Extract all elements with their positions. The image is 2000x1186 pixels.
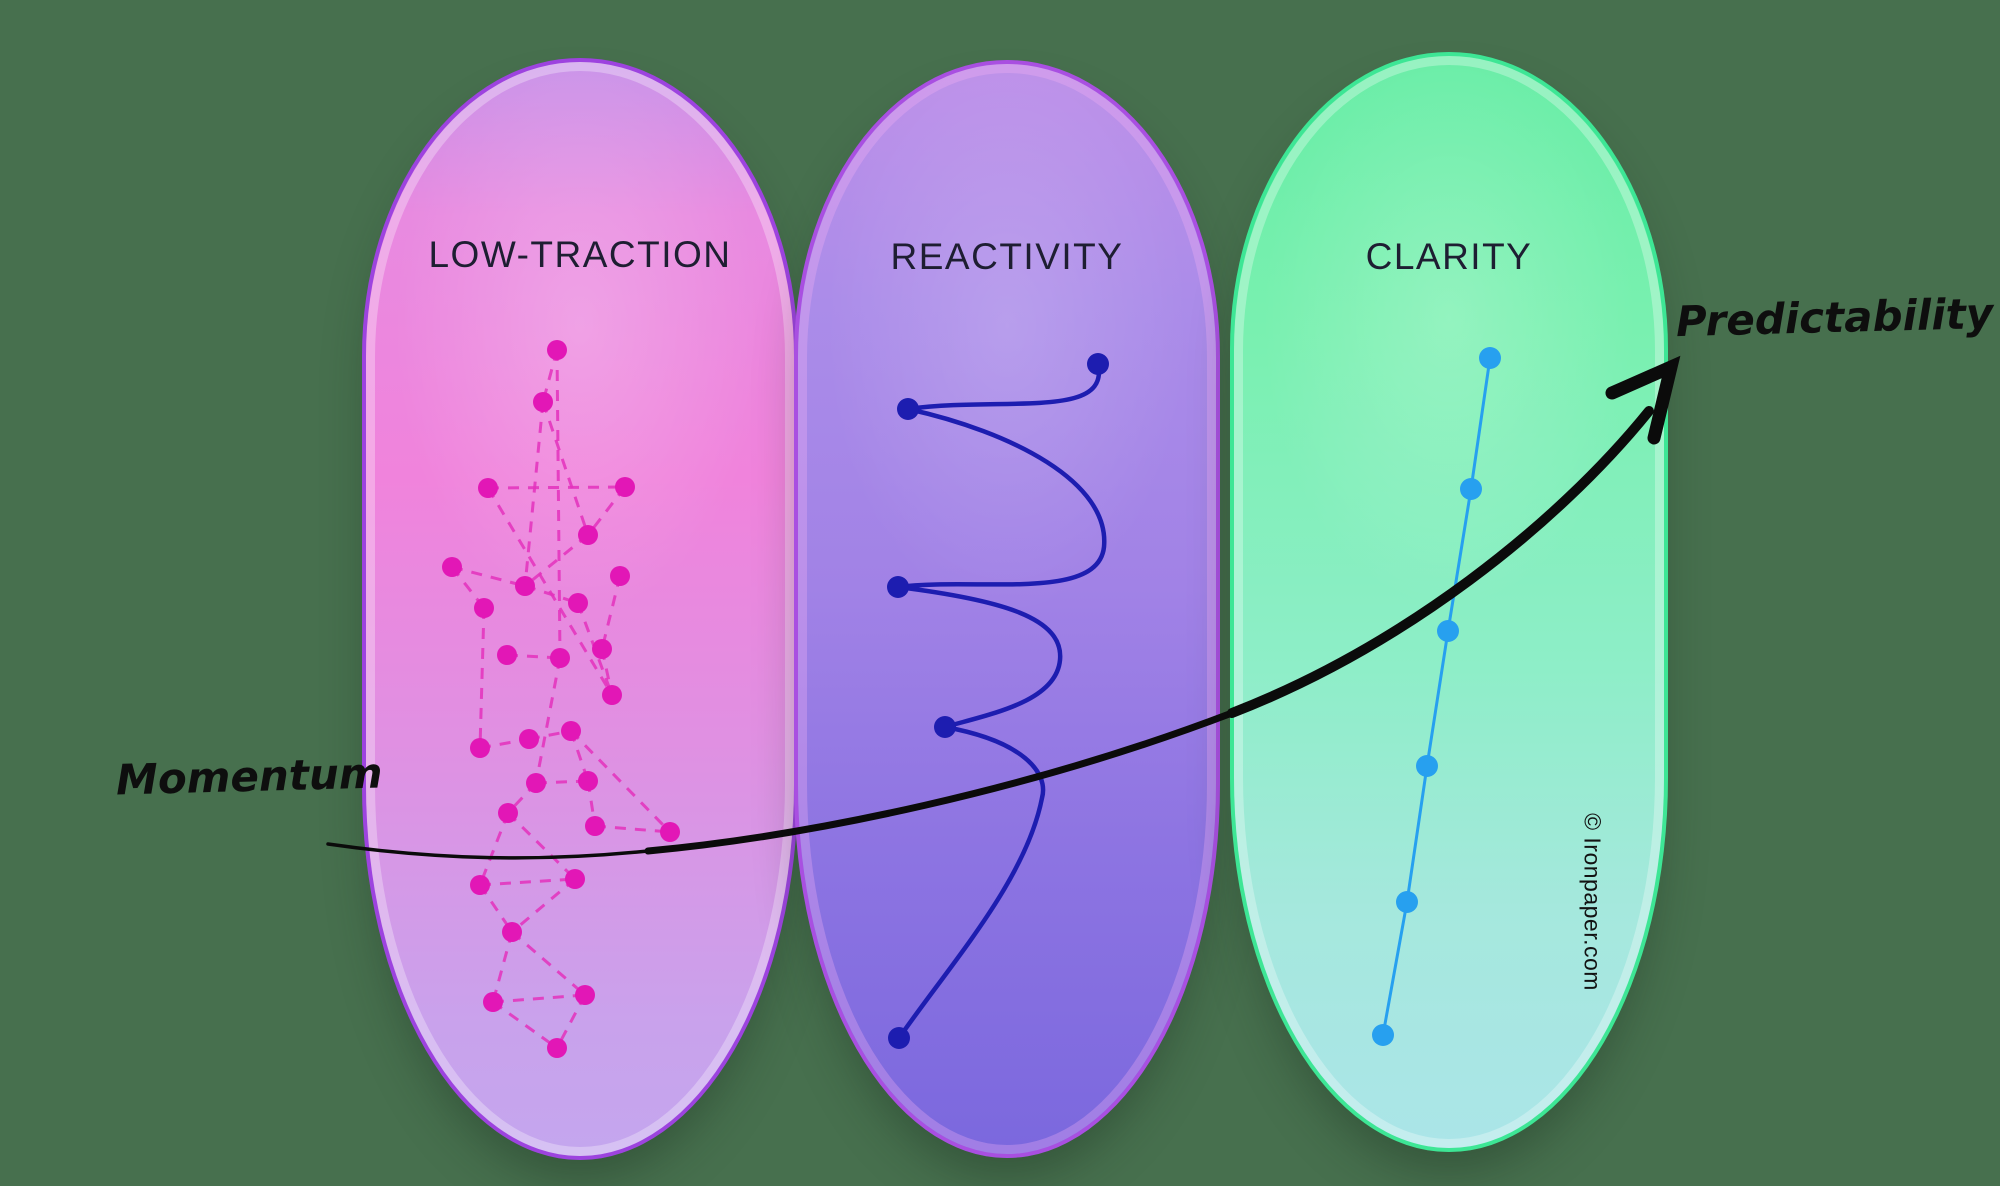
pill-title-reactivity: REACTIVITY <box>890 236 1124 277</box>
momentum-arrow <box>326 355 1681 860</box>
watermark-text: © Ironpaper.com <box>1579 813 1606 991</box>
arrowhead-icon <box>1605 355 1681 445</box>
predictability-label: Predictability <box>1675 288 1994 347</box>
pill-title-low-traction: LOW-TRACTION <box>428 234 732 275</box>
momentum-label: Momentum <box>115 748 384 805</box>
clarity-line <box>1372 347 1501 1046</box>
pill-title-clarity: CLARITY <box>1365 236 1533 277</box>
pill-clarity: CLARITY <box>1230 52 1668 1152</box>
low-traction-scatter <box>442 340 680 1058</box>
reactivity-curve <box>887 353 1109 1049</box>
